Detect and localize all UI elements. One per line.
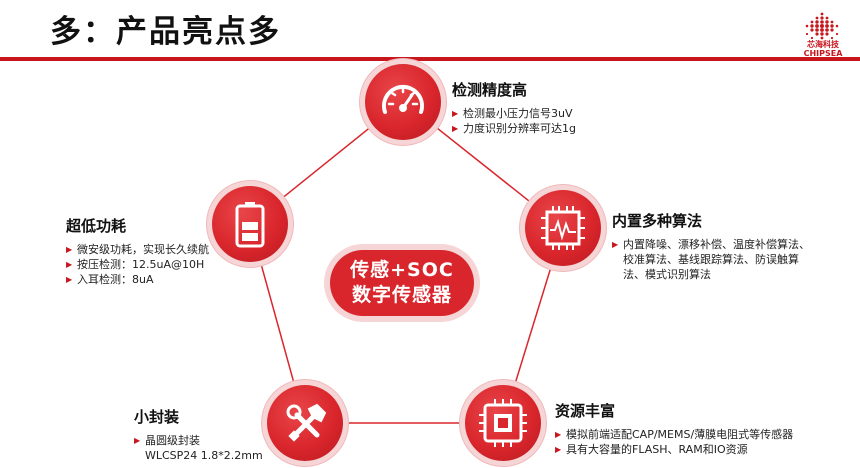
list-item: 检测最小压力信号3uV bbox=[452, 106, 672, 121]
feature-node-algorithms bbox=[525, 190, 601, 266]
center-bubble: 传感+SOC 数字传感器 bbox=[330, 250, 474, 316]
feature-precision-title: 检测精度高 bbox=[452, 81, 528, 99]
feature-algorithms-title: 内置多种算法 bbox=[612, 212, 703, 230]
feature-power-title: 超低功耗 bbox=[66, 217, 127, 235]
chipsea-logo-icon bbox=[805, 12, 839, 40]
feature-node-package bbox=[267, 385, 343, 461]
tools-icon bbox=[286, 403, 327, 442]
feature-node-power bbox=[212, 186, 288, 262]
chip-icon bbox=[479, 399, 527, 447]
waveform-chip-icon bbox=[541, 206, 585, 250]
logo-name-cn: 芯海科技 bbox=[807, 40, 839, 49]
feature-power: 超低功耗 微安级功耗，实现长久续航 按压检测：12.5uA@10H 入耳检测：8… bbox=[66, 215, 216, 287]
list-item: 校准算法、基线跟踪算法、防误触算 bbox=[623, 253, 799, 266]
list-item: WLCSP24 1.8*2.2mm bbox=[145, 449, 263, 462]
header-divider bbox=[0, 57, 860, 61]
feature-package: 小封装 晶圆级封装 WLCSP24 1.8*2.2mm bbox=[134, 406, 274, 463]
feature-node-precision bbox=[365, 64, 441, 140]
list-item: 具有大容量的FLASH、RAM和IO资源 bbox=[555, 442, 855, 457]
feature-resources: 资源丰富 模拟前端适配CAP/MEMS/薄膜电阻式等传感器 具有大容量的FLAS… bbox=[555, 400, 855, 457]
logo-name-en: CHIPSEA bbox=[803, 49, 843, 58]
list-item: 模拟前端适配CAP/MEMS/薄膜电阻式等传感器 bbox=[555, 427, 855, 442]
page-title: 多：产品亮点多 bbox=[50, 14, 281, 50]
feature-package-title: 小封装 bbox=[134, 408, 180, 426]
gauge-icon bbox=[382, 84, 424, 114]
list-item: 微安级功耗，实现长久续航 bbox=[66, 242, 216, 257]
battery-icon bbox=[235, 202, 265, 248]
list-item: 力度识别分辨率可达1g bbox=[452, 121, 672, 136]
list-item: 晶圆级封装 bbox=[134, 433, 274, 448]
list-item: 法、模式识别算法 bbox=[623, 268, 711, 281]
feature-algorithms: 内置多种算法 内置降噪、漂移补偿、温度补偿算法、 校准算法、基线跟踪算法、防误触… bbox=[612, 210, 852, 282]
list-item: 内置降噪、漂移补偿、温度补偿算法、 bbox=[612, 237, 852, 252]
feature-precision: 检测精度高 检测最小压力信号3uV 力度识别分辨率可达1g bbox=[452, 79, 672, 136]
center-line1: 传感+SOC bbox=[350, 259, 454, 281]
center-line2: 数字传感器 bbox=[351, 284, 452, 306]
list-item: 按压检测：12.5uA@10H bbox=[66, 257, 216, 272]
feature-node-resources bbox=[465, 385, 541, 461]
list-item: 入耳检测：8uA bbox=[66, 272, 216, 287]
feature-resources-title: 资源丰富 bbox=[555, 402, 616, 420]
